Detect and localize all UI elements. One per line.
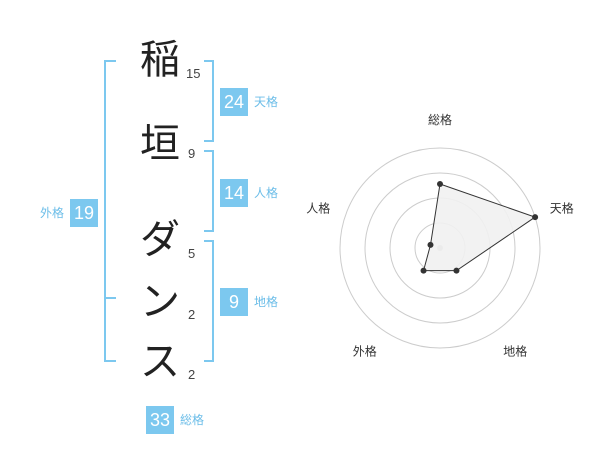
- name-char-5: ス: [140, 339, 180, 385]
- stroke-count-3: 5: [188, 246, 196, 261]
- stroke-count-4: 2: [188, 307, 196, 322]
- gaikaku-bracket-tick: [106, 297, 116, 299]
- gaikaku-label: 外格: [40, 206, 65, 220]
- name-char-2: 垣: [140, 121, 180, 167]
- radar-point-2: [532, 214, 539, 221]
- soukaku-value-badge: 33: [146, 406, 174, 434]
- radar-point-1: [437, 181, 443, 187]
- radar-point-5: [427, 241, 434, 248]
- name-char-1: 稲: [140, 37, 180, 83]
- tenkaku-label: 天格: [254, 95, 279, 109]
- chikaku-value-badge: 9: [220, 288, 248, 316]
- stroke-count-1: 15: [186, 66, 201, 81]
- radar-axis-label-3: 地格: [503, 344, 527, 359]
- jinkaku-label: 人格: [254, 186, 279, 200]
- jinkaku-bracket: [204, 150, 214, 232]
- radar-point-4: [420, 267, 427, 274]
- radar-ring: [339, 147, 541, 349]
- tenkaku-bracket: [204, 60, 214, 142]
- stroke-count-5: 2: [188, 367, 196, 382]
- chikaku-bracket: [204, 240, 214, 362]
- radar-data-area: [422, 183, 537, 272]
- radar-axis-label-4: 外格: [353, 344, 377, 359]
- name-char-4: ン: [140, 279, 180, 325]
- jinkaku-value-badge: 14: [220, 179, 248, 207]
- radar-point-3: [453, 267, 460, 274]
- radar-axis-label-1: 総格: [428, 112, 452, 127]
- stroke-count-2: 9: [188, 146, 196, 161]
- gaikaku-bracket: [104, 60, 116, 362]
- radar-axis-label-2: 天格: [550, 200, 574, 215]
- radar-axis-label-5: 人格: [306, 200, 330, 215]
- tenkaku-value-badge: 24: [220, 88, 248, 116]
- chikaku-label: 地格: [254, 295, 279, 309]
- radar-ring: [364, 172, 516, 324]
- name-char-3: ダ: [140, 217, 180, 263]
- soukaku-label: 総格: [180, 413, 205, 427]
- gaikaku-value-badge: 19: [70, 199, 98, 227]
